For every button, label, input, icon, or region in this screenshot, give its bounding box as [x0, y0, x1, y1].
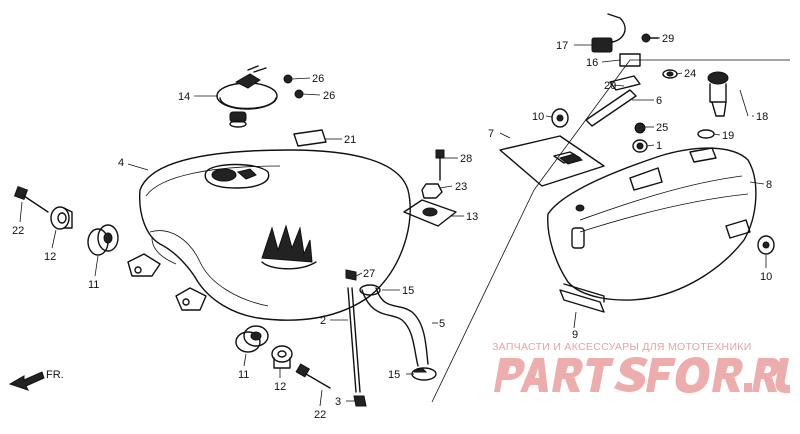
cap-screw-1 [283, 74, 293, 84]
callout-5: 5 [439, 318, 445, 330]
callout-7: 7 [488, 128, 494, 140]
callout-27: 27 [363, 268, 375, 280]
lock-washer [697, 129, 715, 139]
rubber-cushion-upper [551, 108, 569, 128]
callout-22: 22 [12, 225, 24, 237]
callout-26: 26 [312, 73, 324, 85]
mount-collar-bottom [271, 345, 293, 369]
storage-case [547, 147, 757, 301]
collar-1 [632, 139, 648, 153]
logo-letter-t [586, 358, 614, 392]
callout-19: 19 [722, 130, 734, 142]
callout-14: 14 [178, 91, 190, 103]
callout-24: 24 [684, 68, 696, 80]
callout-2: 2 [320, 315, 326, 327]
callout-15: 15 [402, 285, 414, 297]
callout-4: 4 [118, 157, 124, 169]
hose-clamp-lower [411, 367, 437, 381]
logo-letter-r [552, 358, 583, 392]
callout-1: 1 [656, 140, 662, 152]
mount-bolt-bottom [295, 363, 331, 389]
valve-bolt [435, 149, 445, 181]
rubber-cushion-bottom [235, 325, 269, 353]
callout-11: 11 [238, 369, 249, 381]
washer [662, 69, 678, 79]
fuel-valve [403, 199, 457, 227]
callout-29: 29 [662, 33, 674, 45]
callout-26: 26 [323, 90, 335, 102]
logo-letter-u [775, 358, 790, 393]
fuel-cap [216, 65, 278, 128]
relay-connector [591, 13, 641, 67]
fuel-tube [347, 287, 361, 393]
logo-letter-r2 [712, 358, 743, 392]
logo-letter-f [646, 358, 676, 392]
callout-20: 20 [604, 80, 616, 92]
callout-numbers: 14 26 26 21 4 22 12 11 28 23 13 27 15 5 … [12, 33, 772, 421]
callout-3: 3 [335, 396, 341, 408]
fuel-tank [127, 149, 411, 321]
mount-bolt-left [13, 185, 49, 213]
direction-label: FR. [46, 369, 64, 381]
logo-letter-o [675, 357, 710, 393]
reference-plane [431, 59, 790, 403]
tube-clip-27 [345, 269, 357, 281]
logo-letter-a [520, 358, 548, 392]
logo-dot [744, 383, 752, 392]
rubber-cushion-left [87, 224, 119, 256]
callout-28: 28 [460, 153, 472, 165]
cap-screw-2 [294, 89, 304, 99]
callout-6: 6 [656, 95, 662, 107]
leader-lines [19, 37, 767, 407]
callout-10: 10 [532, 111, 544, 123]
rubber-cushion-right [757, 235, 775, 255]
caution-label [293, 129, 327, 147]
callout-13: 13 [466, 211, 478, 223]
callout-21: 21 [344, 134, 356, 146]
holder-band [559, 283, 605, 313]
callout-8: 8 [766, 179, 772, 191]
callout-25: 25 [656, 122, 668, 134]
cover-plate [499, 135, 605, 187]
holder-bar [585, 89, 637, 127]
logo-letter-p [494, 358, 525, 392]
front-direction-arrow: FR. [8, 369, 64, 391]
callout-12: 12 [44, 251, 56, 263]
callout-11: 11 [88, 279, 99, 291]
callout-15: 15 [388, 369, 400, 381]
callout-10: 10 [760, 271, 772, 283]
callout-17: 17 [556, 40, 568, 52]
screw-25 [634, 122, 646, 134]
stay-bracket [609, 75, 641, 91]
watermark-logo [494, 357, 790, 393]
watermark-caption: ЗАПЧАСТИ И АКСЕССУАРЫ ДЛЯ МОТОТЕХНИКИ [492, 341, 752, 353]
fuel-hose [361, 287, 429, 367]
callout-18: 18 [756, 111, 768, 123]
tube-clip-3 [353, 395, 367, 407]
hose-clamp-upper [359, 284, 381, 296]
valve-nut [421, 183, 443, 199]
callout-12: 12 [274, 381, 286, 393]
logo-letter-r3 [752, 358, 780, 392]
mount-collar-left [50, 206, 73, 230]
callout-16: 16 [586, 57, 598, 69]
key-lock [707, 71, 729, 117]
callout-9: 9 [572, 329, 578, 341]
callout-23: 23 [455, 181, 467, 193]
logo-letter-s [614, 357, 648, 392]
callout-22: 22 [314, 409, 326, 421]
